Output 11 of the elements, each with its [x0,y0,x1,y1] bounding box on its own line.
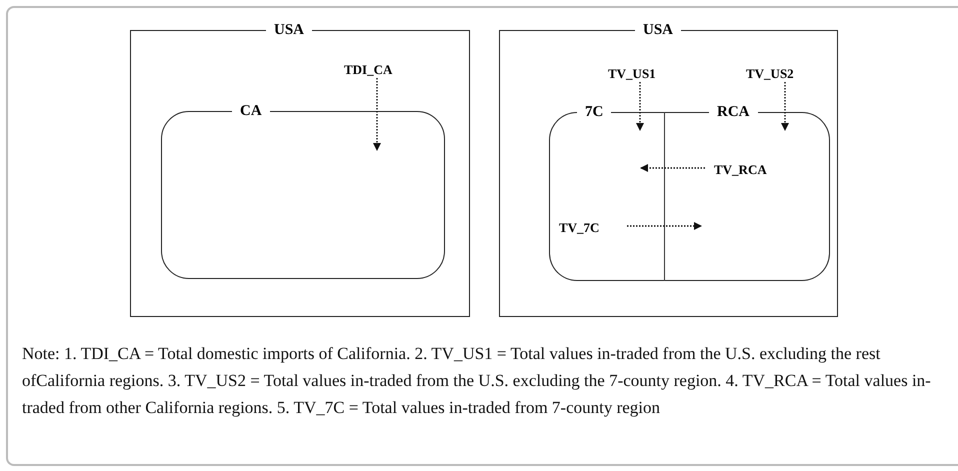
flow-label: TV_7C [559,220,619,236]
note-paragraph: Note: 1. TDI_CA = Total domestic imports of California. 2. TV_US1 = Total values in-traded from the U.S. excluding the rest ofCalifornia regions. 3. TV_US2 = Total values in-traded from the U.S. excluding the 7-county region. 4. TV_RCA = Total values in-traded from other California regions. 5. TV_7C = Total values in-traded from 7-county region [22,343,932,419]
flow-label: TV_RCA [714,162,784,178]
dotted-arrow [373,78,381,151]
dotted-arrow [636,82,644,131]
flow-label: TDI_CA [344,62,408,78]
dotted-arrow [781,82,789,131]
flow-label: TV_US1 [608,66,674,82]
dotted-arrow [640,164,705,172]
flow-label: TV_US2 [746,66,812,82]
dotted-arrow [627,222,702,230]
